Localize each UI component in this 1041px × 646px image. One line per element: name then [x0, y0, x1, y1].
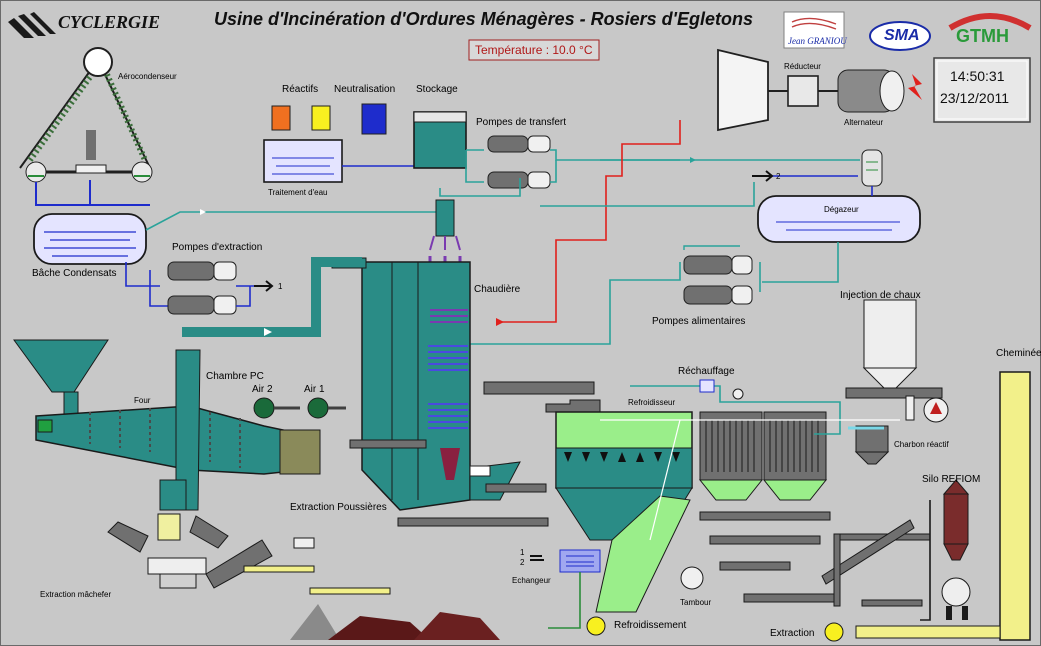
label-neutralisation: Neutralisation	[334, 84, 396, 95]
flow-arrow-2-label: 2	[776, 172, 781, 181]
label-traitement-eau: Traitement d'eau	[268, 188, 328, 197]
bache-condensats	[33, 213, 147, 265]
aerocondenseur	[19, 47, 153, 183]
air-fans	[253, 397, 346, 419]
label-alternateur: Alternateur	[844, 118, 884, 127]
label-air1: Air 1	[304, 384, 325, 395]
label-tambour: Tambour	[680, 598, 712, 607]
sma-logo-text: SMA	[884, 27, 920, 44]
label-pompes-alimentaires: Pompes alimentaires	[652, 316, 746, 327]
label-degazeur: Dégazeur	[824, 205, 859, 214]
label-injection-chaux: Injection de chaux	[840, 290, 921, 301]
label-reducteur: Réducteur	[784, 62, 821, 71]
temperature-readout: Température : 10.0 °C	[475, 43, 593, 57]
sma-logo	[869, 21, 931, 51]
traitement-eau	[263, 139, 343, 183]
temperature-panel	[468, 39, 600, 61]
graniou-logo-text: Jean GRANIOU	[788, 36, 847, 46]
pompes-alimentaires	[683, 245, 753, 305]
label-pompes-transfert: Pompes de transfert	[476, 117, 567, 128]
cheminee	[999, 371, 1031, 641]
tambour	[680, 566, 704, 590]
label-silo-refiom: Silo REFIOM	[922, 474, 981, 485]
cyclergie-logo-icon	[8, 12, 56, 38]
injection-chaux	[845, 299, 949, 423]
label-four: Four	[134, 396, 151, 405]
label-pompes-extraction: Pompes d'extraction	[172, 242, 263, 253]
label-extraction: Extraction	[770, 628, 815, 639]
echangeur-num-2: 2	[520, 558, 525, 567]
neutralisation-tank	[361, 103, 387, 135]
label-echangeur: Echangeur	[512, 576, 551, 585]
label-aerocondenseur: Aérocondenseur	[118, 72, 177, 81]
label-chambre-pc: Chambre PC	[206, 371, 264, 382]
echangeur	[559, 549, 601, 573]
four	[13, 339, 321, 475]
chaudiere	[331, 199, 521, 511]
label-refroidissement: Refroidissement	[614, 620, 687, 631]
label-extraction-machefer: Extraction mâchefer	[40, 590, 112, 599]
refroidisseur	[483, 381, 828, 613]
degazeur	[752, 149, 921, 243]
reactifs-tank-orange	[271, 105, 291, 131]
extraction-machefer	[107, 513, 391, 595]
pompes-extraction	[125, 261, 274, 315]
label-chaudiere: Chaudière	[474, 284, 521, 295]
pompes-transfert	[465, 135, 680, 189]
gtmh-logo-text: GTMH	[956, 26, 1009, 46]
extraction-pump	[824, 622, 844, 642]
clock-time: 14:50:31	[950, 68, 1005, 84]
clock-panel	[933, 57, 1031, 123]
echangeur-num-1: 1	[520, 548, 525, 557]
refroidissement-pump	[586, 616, 606, 636]
silo-refiom	[941, 479, 971, 620]
charbon-reactif	[848, 425, 890, 465]
gtmh-logo	[948, 13, 1032, 31]
conveyors	[349, 439, 931, 607]
label-extraction-poussieres: Extraction Poussières	[290, 502, 387, 513]
turbine	[717, 48, 922, 132]
page-title: Usine d'Incinération d'Ordures Ménagères…	[214, 9, 753, 29]
clock-date: 23/12/2011	[940, 90, 1010, 106]
label-bache-condensats: Bâche Condensats	[32, 268, 117, 279]
company-name: CYCLERGIE	[58, 12, 161, 32]
label-charbon-reactif: Charbon réactif	[894, 440, 949, 449]
label-reactifs: Réactifs	[282, 84, 319, 95]
label-rechauffage: Réchauffage	[678, 366, 735, 377]
label-air2: Air 2	[252, 384, 273, 395]
label-stockage: Stockage	[416, 84, 458, 95]
label-cheminee: Cheminée	[996, 348, 1041, 359]
label-refroidisseur: Refroidisseur	[628, 398, 676, 407]
flow-arrow-1-label: 1	[278, 282, 283, 291]
reactifs-tank-yellow	[311, 105, 331, 131]
